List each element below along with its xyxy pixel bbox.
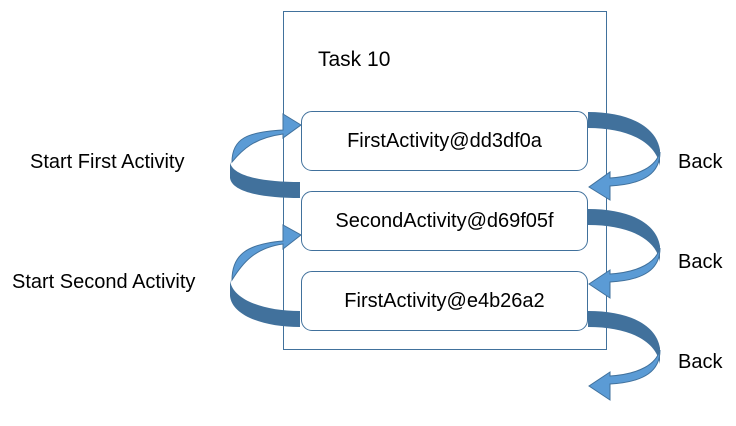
task-label: Task 10 bbox=[318, 48, 391, 71]
back-label-second: Back bbox=[678, 251, 723, 273]
back-arrow-first bbox=[588, 112, 661, 201]
back-label-first: Back bbox=[678, 151, 723, 173]
start-second-activity-label: Start Second Activity bbox=[12, 271, 196, 293]
start-arrow-first-activity bbox=[230, 113, 302, 198]
start-first-activity-label: Start First Activity bbox=[30, 151, 185, 173]
start-arrow-second-activity bbox=[230, 224, 302, 327]
activity-first-dd3df0a: FirstActivity@dd3df0a bbox=[301, 111, 588, 171]
back-arrow-third bbox=[588, 311, 661, 401]
back-label-third: Back bbox=[678, 351, 723, 373]
activity-first-e4b26a2: FirstActivity@e4b26a2 bbox=[301, 271, 588, 331]
back-arrow-second bbox=[588, 209, 661, 299]
activity-second-d69f05f: SecondActivity@d69f05f bbox=[301, 191, 588, 251]
